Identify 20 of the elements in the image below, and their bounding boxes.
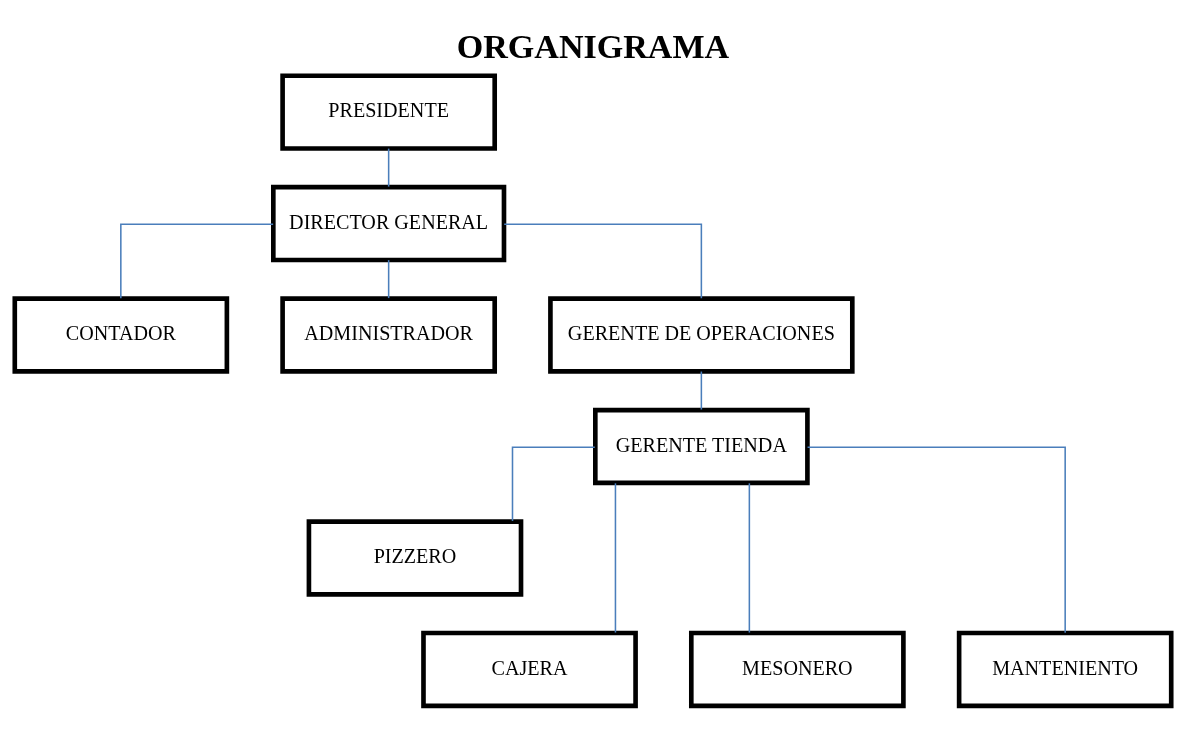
node-box: PIZZERO: [306, 518, 524, 597]
diagram-title: ORGANIGRAMA: [456, 27, 730, 65]
connector: [503, 223, 703, 299]
node-box: ADMINISTRADOR: [280, 295, 497, 374]
node-box: GERENTE TIENDA: [593, 407, 810, 485]
node-box: MESONERO: [688, 630, 906, 708]
node-box: PRESIDENTE: [280, 72, 497, 151]
connector: [387, 258, 390, 299]
connector: [511, 446, 596, 522]
connector: [806, 446, 1066, 633]
connector: [387, 147, 390, 187]
connector: [614, 482, 617, 633]
node-box: GERENTE DE OPERACIONES: [548, 295, 855, 374]
connector: [120, 223, 274, 299]
connector: [700, 370, 703, 410]
node-box: CONTADOR: [12, 295, 230, 374]
connector: [748, 482, 751, 633]
node-box: CAJERA: [421, 630, 638, 708]
node-box: DIRECTOR GENERAL: [271, 184, 507, 262]
node-box: MANTENIENTO: [956, 630, 1174, 708]
